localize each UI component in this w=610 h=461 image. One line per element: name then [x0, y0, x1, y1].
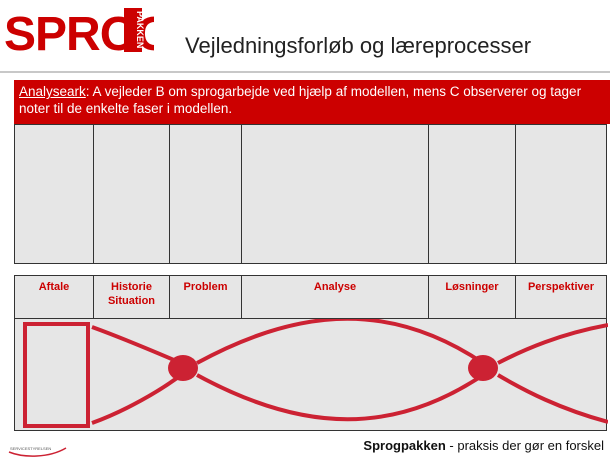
banner-text: : A vejleder B om sprogarbejde ved hjælp…	[19, 84, 582, 116]
notes-cell-analyse[interactable]	[242, 125, 429, 263]
instruction-banner: Analyseark: A vejleder B om sprogarbejde…	[14, 80, 610, 124]
notes-cell-perspektiver[interactable]	[516, 125, 606, 263]
logo-swoosh	[8, 447, 67, 457]
process-model-svg	[23, 319, 608, 428]
header-losninger: Løsninger	[429, 276, 516, 318]
header-aftale: Aftale	[15, 276, 94, 318]
problem-node	[168, 355, 198, 381]
header-analyse: Analyse	[242, 276, 429, 318]
notes-grid	[14, 124, 607, 264]
banner-keyword: Analyseark	[19, 84, 86, 99]
diverge-bottom-right	[496, 373, 608, 424]
logo-tag-text: PAKKEN	[135, 11, 145, 48]
footer-slogan: - praksis der gør en forskel	[445, 438, 604, 453]
servicestyrelsen-text: SERVICESTYRELSEN	[10, 446, 51, 451]
notes-cell-problem[interactable]	[170, 125, 242, 263]
notes-cell-aftale[interactable]	[15, 125, 94, 263]
losninger-node	[468, 355, 498, 381]
analyse-arc-top	[196, 319, 485, 365]
notes-cell-historie[interactable]	[94, 125, 170, 263]
footer-brand: Sprogpakken	[363, 438, 446, 453]
servicestyrelsen-logo: SERVICESTYRELSEN	[8, 446, 67, 457]
analyse-arc-bottom	[196, 373, 485, 422]
notes-cell-losninger[interactable]	[429, 125, 516, 263]
header-perspektiver: Perspektiver	[516, 276, 606, 318]
aftale-box	[23, 322, 90, 428]
footer-tagline: Sprogpakken - praksis der gør en forskel	[363, 438, 604, 453]
diverge-top-left	[91, 325, 182, 365]
title-divider	[0, 71, 610, 73]
page-title: Vejledningsforløb og læreprocesser	[185, 33, 532, 58]
sprogpakken-logo: SPROG PAKKEN	[4, 8, 154, 56]
process-diagram	[14, 319, 608, 431]
logo-tag-box	[124, 8, 142, 52]
diverge-top-right	[497, 323, 608, 365]
diverge-bottom-left	[91, 373, 183, 425]
header-problem: Problem	[170, 276, 242, 318]
